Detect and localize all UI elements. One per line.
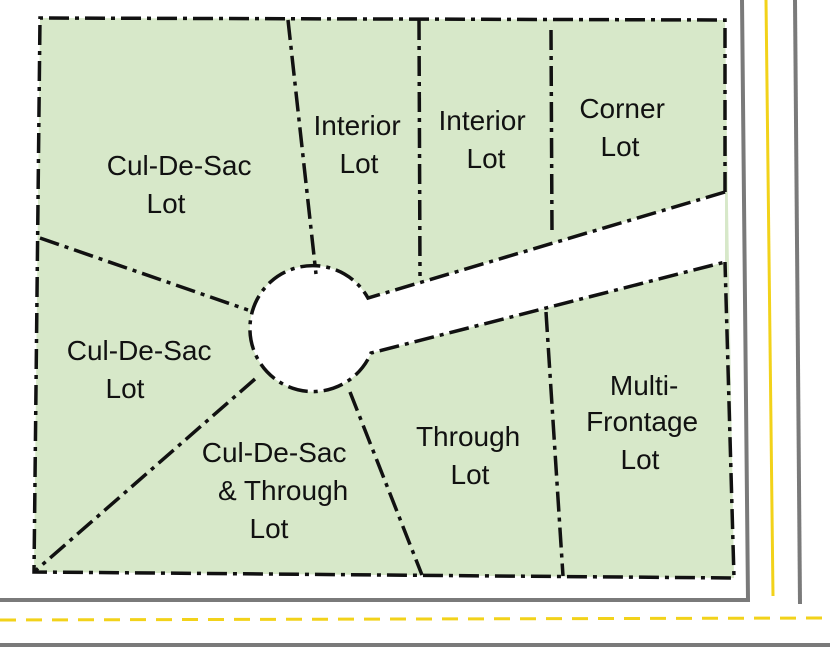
lot-line-4 (39, 236, 249, 312)
street-inner-edge (0, 0, 751, 602)
lot-boundaries (32, 16, 736, 580)
parcel-outline (32, 16, 736, 580)
label-line: Lot (601, 131, 640, 162)
label-line: Through (416, 421, 520, 452)
label-line: Cul-De-Sac (202, 437, 347, 468)
label-line: Lot (340, 148, 379, 179)
label-line: Multi- (610, 370, 678, 401)
lot-line-7 (544, 311, 565, 577)
lot-labels: Cul-De-Sac Lot Interior Lot Interior Lot… (67, 93, 706, 544)
cul-de-sac-road (249, 192, 725, 392)
label-line: & Through (218, 475, 348, 506)
label-line: Cul-De-Sac (67, 335, 212, 366)
lot-line-3 (549, 29, 554, 234)
interior-lot-1-label: Interior Lot (314, 110, 409, 179)
label-line: Corner (579, 93, 665, 124)
street-outer-edge-vertical (793, 0, 802, 605)
cul-de-sac-top-lot-label: Cul-De-Sac Lot (107, 150, 259, 219)
multi-frontage-lot-label: Multi- Frontage Lot (586, 370, 706, 475)
lot-line-1 (286, 19, 318, 275)
corner-lot-label: Corner Lot (579, 93, 672, 162)
label-line: Frontage (586, 406, 698, 437)
cul-de-sac-street (249, 192, 725, 392)
label-line: Lot (106, 373, 145, 404)
lot-line-6 (348, 391, 424, 576)
label-line: Lot (467, 143, 506, 174)
label-line: Lot (147, 188, 186, 219)
label-line: Interior (314, 110, 401, 141)
cul-de-sac-frontage (248, 190, 726, 394)
label-line: Lot (250, 513, 289, 544)
label-line: Interior (439, 105, 526, 136)
street-centerline-horizontal (0, 616, 830, 622)
label-line: Lot (621, 444, 660, 475)
interior-lot-2-label: Interior Lot (439, 105, 534, 174)
label-line: Lot (451, 459, 490, 490)
street-lines (0, 0, 830, 647)
label-line: Cul-De-Sac (107, 150, 252, 181)
lot-line-5 (32, 377, 257, 574)
street-centerline-vertical (764, 0, 775, 597)
parcel-area (34, 18, 734, 578)
through-lot-label: Through Lot (416, 421, 528, 490)
cul-de-sac-left-lot-label: Cul-De-Sac Lot (67, 335, 219, 404)
lot-line-2 (417, 19, 422, 277)
cul-de-sac-through-lot-label: Cul-De-Sac & Through Lot (202, 437, 356, 544)
